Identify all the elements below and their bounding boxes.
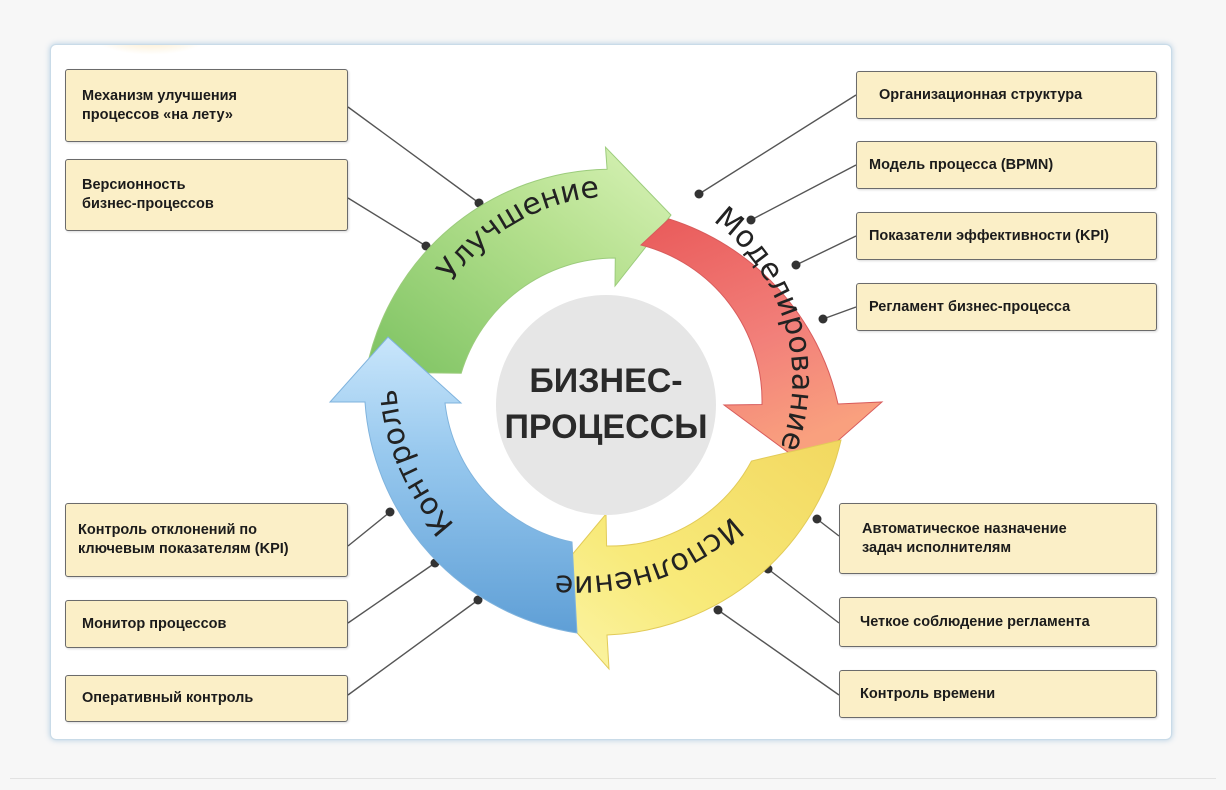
control-arrow [328, 336, 578, 634]
improvement-arrow [365, 145, 672, 374]
box-text-line: задач исполнителям [862, 539, 1012, 556]
connector-lines [347, 94, 857, 696]
execution-box-2: Четкое соблюдение регламента [839, 597, 1157, 647]
cycle-diagram: БИЗНЕС- ПРОЦЕССЫ Улучшение Моделирование… [328, 94, 884, 696]
box-text-line: Регламент бизнес-процесса [869, 298, 1071, 315]
box-text-line: Контроль отклонений по [78, 522, 258, 538]
execution-box-1: Автоматическое назначение задач исполнит… [839, 503, 1157, 574]
box-text-line: Показатели эффективности (KPI) [869, 227, 1109, 244]
diagram-panel: БИЗНЕС- ПРОЦЕССЫ Улучшение Моделирование… [50, 44, 1172, 740]
box-text-line: процессов «на лету» [82, 106, 233, 123]
improvement-box-2: Версионность бизнес-процессов [65, 159, 348, 231]
box-text-line: Оперативный контроль [82, 690, 254, 706]
box-text-line: Монитор процессов [82, 615, 227, 632]
control-box-1: Контроль отклонений по ключевым показате… [65, 503, 348, 577]
box-text-line: Четкое соблюдение регламента [860, 613, 1090, 630]
modeling-box-4: Регламент бизнес-процесса [856, 283, 1157, 331]
center-title-line2: ПРОЦЕССЫ [504, 408, 707, 446]
modeling-box-1: Организационная структура [856, 71, 1157, 119]
box-text-line: Организационная структура [879, 86, 1083, 103]
panel-decoration [91, 45, 211, 55]
box-text-line: Контроль времени [860, 685, 996, 702]
execution-box-3: Контроль времени [839, 670, 1157, 718]
improvement-box-1: Механизм улучшения процессов «на лету» [65, 69, 348, 142]
box-text-line: Версионность [82, 177, 186, 193]
control-box-2: Монитор процессов [65, 600, 348, 648]
modeling-box-3: Показатели эффективности (KPI) [856, 212, 1157, 260]
modeling-box-2: Модель процесса (BPMN) [856, 141, 1157, 189]
box-text-line: Автоматическое назначение [862, 520, 1067, 537]
page-divider [10, 778, 1216, 779]
box-text-line: Модель процесса (BPMN) [869, 156, 1054, 173]
execution-arrow [540, 439, 842, 671]
center-circle [496, 295, 716, 515]
box-text-line: ключевым показателям (KPI) [78, 541, 289, 557]
box-text-line: бизнес-процессов [82, 196, 214, 212]
control-box-3: Оперативный контроль [65, 675, 348, 722]
box-text-line: Механизм улучшения [82, 87, 238, 104]
center-title-line1: БИЗНЕС- [529, 362, 682, 400]
